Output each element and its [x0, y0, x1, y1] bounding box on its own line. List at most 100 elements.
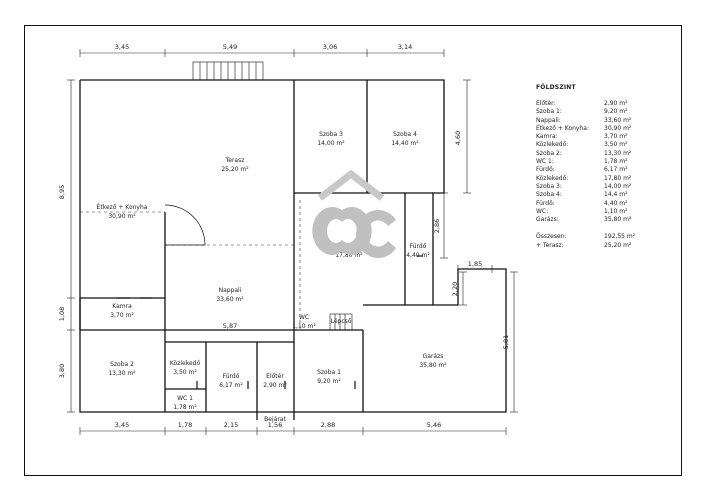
legend-value: 4,40 m²	[604, 199, 628, 207]
dim-right-4: 2,20	[451, 282, 459, 296]
room-name: Szoba 3	[319, 131, 343, 138]
legend-row: Szoba 3: 14,00 m²	[536, 183, 666, 191]
room-name: Szoba 4	[393, 131, 417, 138]
dim-top-2: 5,49	[223, 43, 237, 51]
legend-row: Étkező + Konyha: 30,90 m²	[536, 125, 666, 133]
total-row: + Terasz:25,20 m²	[536, 242, 666, 250]
legend-row: Szoba 1: 9,20 m²	[536, 108, 666, 116]
legend-row: Fürdő: 6,17 m²	[536, 166, 666, 174]
dim-left-2: 1,08	[58, 307, 66, 321]
legend-row: Előtér:2,90 m²	[536, 100, 666, 108]
legend-name: Közlekedő:	[536, 174, 569, 182]
room-name: Előtér	[266, 373, 284, 380]
room-area: 33,60 m²	[216, 296, 244, 303]
legend-row: Közlekedő: 3,50 m²	[536, 141, 666, 149]
legend-value: 1,78 m²	[604, 158, 628, 166]
room-area: 13,30 m²	[108, 370, 136, 377]
room-area: 35,80 m²	[419, 362, 447, 369]
dashed-boundaries	[80, 200, 301, 330]
room-area: 1,10 m²	[292, 323, 316, 330]
door-marks	[116, 255, 423, 389]
legend-value: 17,80 m²	[604, 174, 632, 182]
legend-value: 3,50 m²	[604, 141, 628, 149]
legend-name: Garázs:	[536, 216, 559, 224]
room-area: 9,20 m²	[317, 378, 341, 385]
legend-name: Szoba 4:	[536, 191, 562, 199]
legend-row: Kamra:3,70 m²	[536, 133, 666, 141]
total-value: 192,55 m²	[604, 233, 636, 241]
dim-right-5: 5,81	[502, 335, 510, 349]
legend-name: Előtér:	[536, 100, 556, 107]
staircase-top	[192, 61, 264, 81]
dim-top-4: 3,14	[398, 43, 412, 51]
legend-value: 30,90 m²	[604, 124, 632, 132]
dim-left-1: 8,95	[58, 185, 66, 199]
legend-row: Közlekedő: 17,80 m²	[536, 175, 666, 183]
dim-right-1: 4,60	[454, 131, 462, 145]
legend-row: Fürdő:4,40 m²	[536, 200, 666, 208]
room-labels: Terasz 25,20 m² Szoba 3 14,00 m² Szoba 4…	[97, 131, 448, 423]
room-area: 17,80 m²	[335, 252, 363, 259]
room-area: 14,00 m²	[317, 140, 345, 147]
room-name: Nappali	[219, 287, 242, 294]
legend-name: WC:	[536, 207, 549, 215]
room-name: Terasz	[225, 157, 245, 164]
dim-bottom-1: 3,45	[115, 421, 129, 429]
dim-bottom-5: 2,88	[321, 421, 335, 429]
legend-name: Közlekedő:	[536, 141, 569, 149]
legend-name: Nappali:	[536, 116, 561, 124]
dimension-labels: 3,45 5,49 3,06 3,14 3,45 1,78 2,15 1,56 …	[58, 43, 510, 429]
room-area: 14,40 m²	[391, 140, 419, 147]
legend-row: Szoba 2:13,30 m²	[536, 150, 666, 158]
floor-title: FÖLDSZINT	[536, 84, 576, 91]
legend-row: WC 1: 1,78 m²	[536, 158, 666, 166]
dim-inner-1: 5,87	[223, 322, 237, 330]
legend-name: WC 1:	[536, 158, 554, 166]
entrance-label: Bejárat	[264, 416, 286, 423]
legend-name: Fürdő:	[536, 166, 555, 174]
room-area: 1,78 m²	[173, 404, 197, 411]
legend-value: 6,17 m²	[604, 166, 628, 174]
dim-bottom-4: 1,56	[268, 421, 282, 429]
door-swing	[164, 204, 206, 246]
room-name: Közlekedő	[334, 243, 365, 250]
dim-bottom-6: 5,46	[427, 421, 441, 429]
legend-value: 14,00 m²	[604, 182, 632, 190]
legend-name: Szoba 3:	[536, 182, 562, 190]
room-area: 6,17 m²	[219, 382, 243, 389]
dim-bottom-2: 1,78	[178, 421, 192, 429]
room-area: 4,40 m²	[406, 252, 430, 259]
dimension-lines	[67, 49, 518, 435]
room-name: Fürdő	[410, 243, 427, 250]
room-area: 30,90 m²	[108, 213, 136, 220]
total-name: Összesen:	[536, 233, 567, 241]
room-name: Szoba 2	[110, 361, 134, 368]
legend-gap	[536, 224, 666, 233]
room-area: 2,90 m²	[263, 382, 287, 389]
legend-row: WC: 1,10 m²	[536, 208, 666, 216]
room-name: Kamra	[112, 303, 132, 310]
legend-name: Szoba 2:	[536, 149, 562, 157]
dim-bottom-3: 2,15	[224, 421, 238, 429]
legend-row: Nappali:33,60 m²	[536, 117, 666, 125]
room-area: 3,70 m²	[110, 312, 134, 319]
legend-name: Szoba 1:	[536, 108, 562, 116]
dim-left-3: 3,80	[58, 364, 66, 378]
room-name: Közlekedő	[170, 360, 201, 367]
legend-value: 9,20 m²	[604, 108, 628, 116]
legend-name: Étkező + Konyha:	[536, 124, 589, 132]
room-name: WC	[299, 314, 309, 321]
total-row: Összesen: 192,55 m²	[536, 233, 666, 241]
room-name: Garázs	[423, 353, 444, 360]
dim-top-1: 3,45	[115, 43, 129, 51]
total-value: 25,20 m²	[604, 241, 632, 249]
staircase-inner	[329, 313, 353, 331]
room-name: Étkező + Konyha	[97, 203, 148, 211]
room-name: Szoba 1	[317, 369, 341, 376]
legend-row: Garázs:35,80 m²	[536, 216, 666, 224]
dim-right-2: 2,86	[433, 219, 441, 233]
total-rows: Összesen: 192,55 m²+ Terasz:25,20 m²	[536, 233, 666, 250]
legend-value: 1,10 m²	[604, 207, 628, 215]
